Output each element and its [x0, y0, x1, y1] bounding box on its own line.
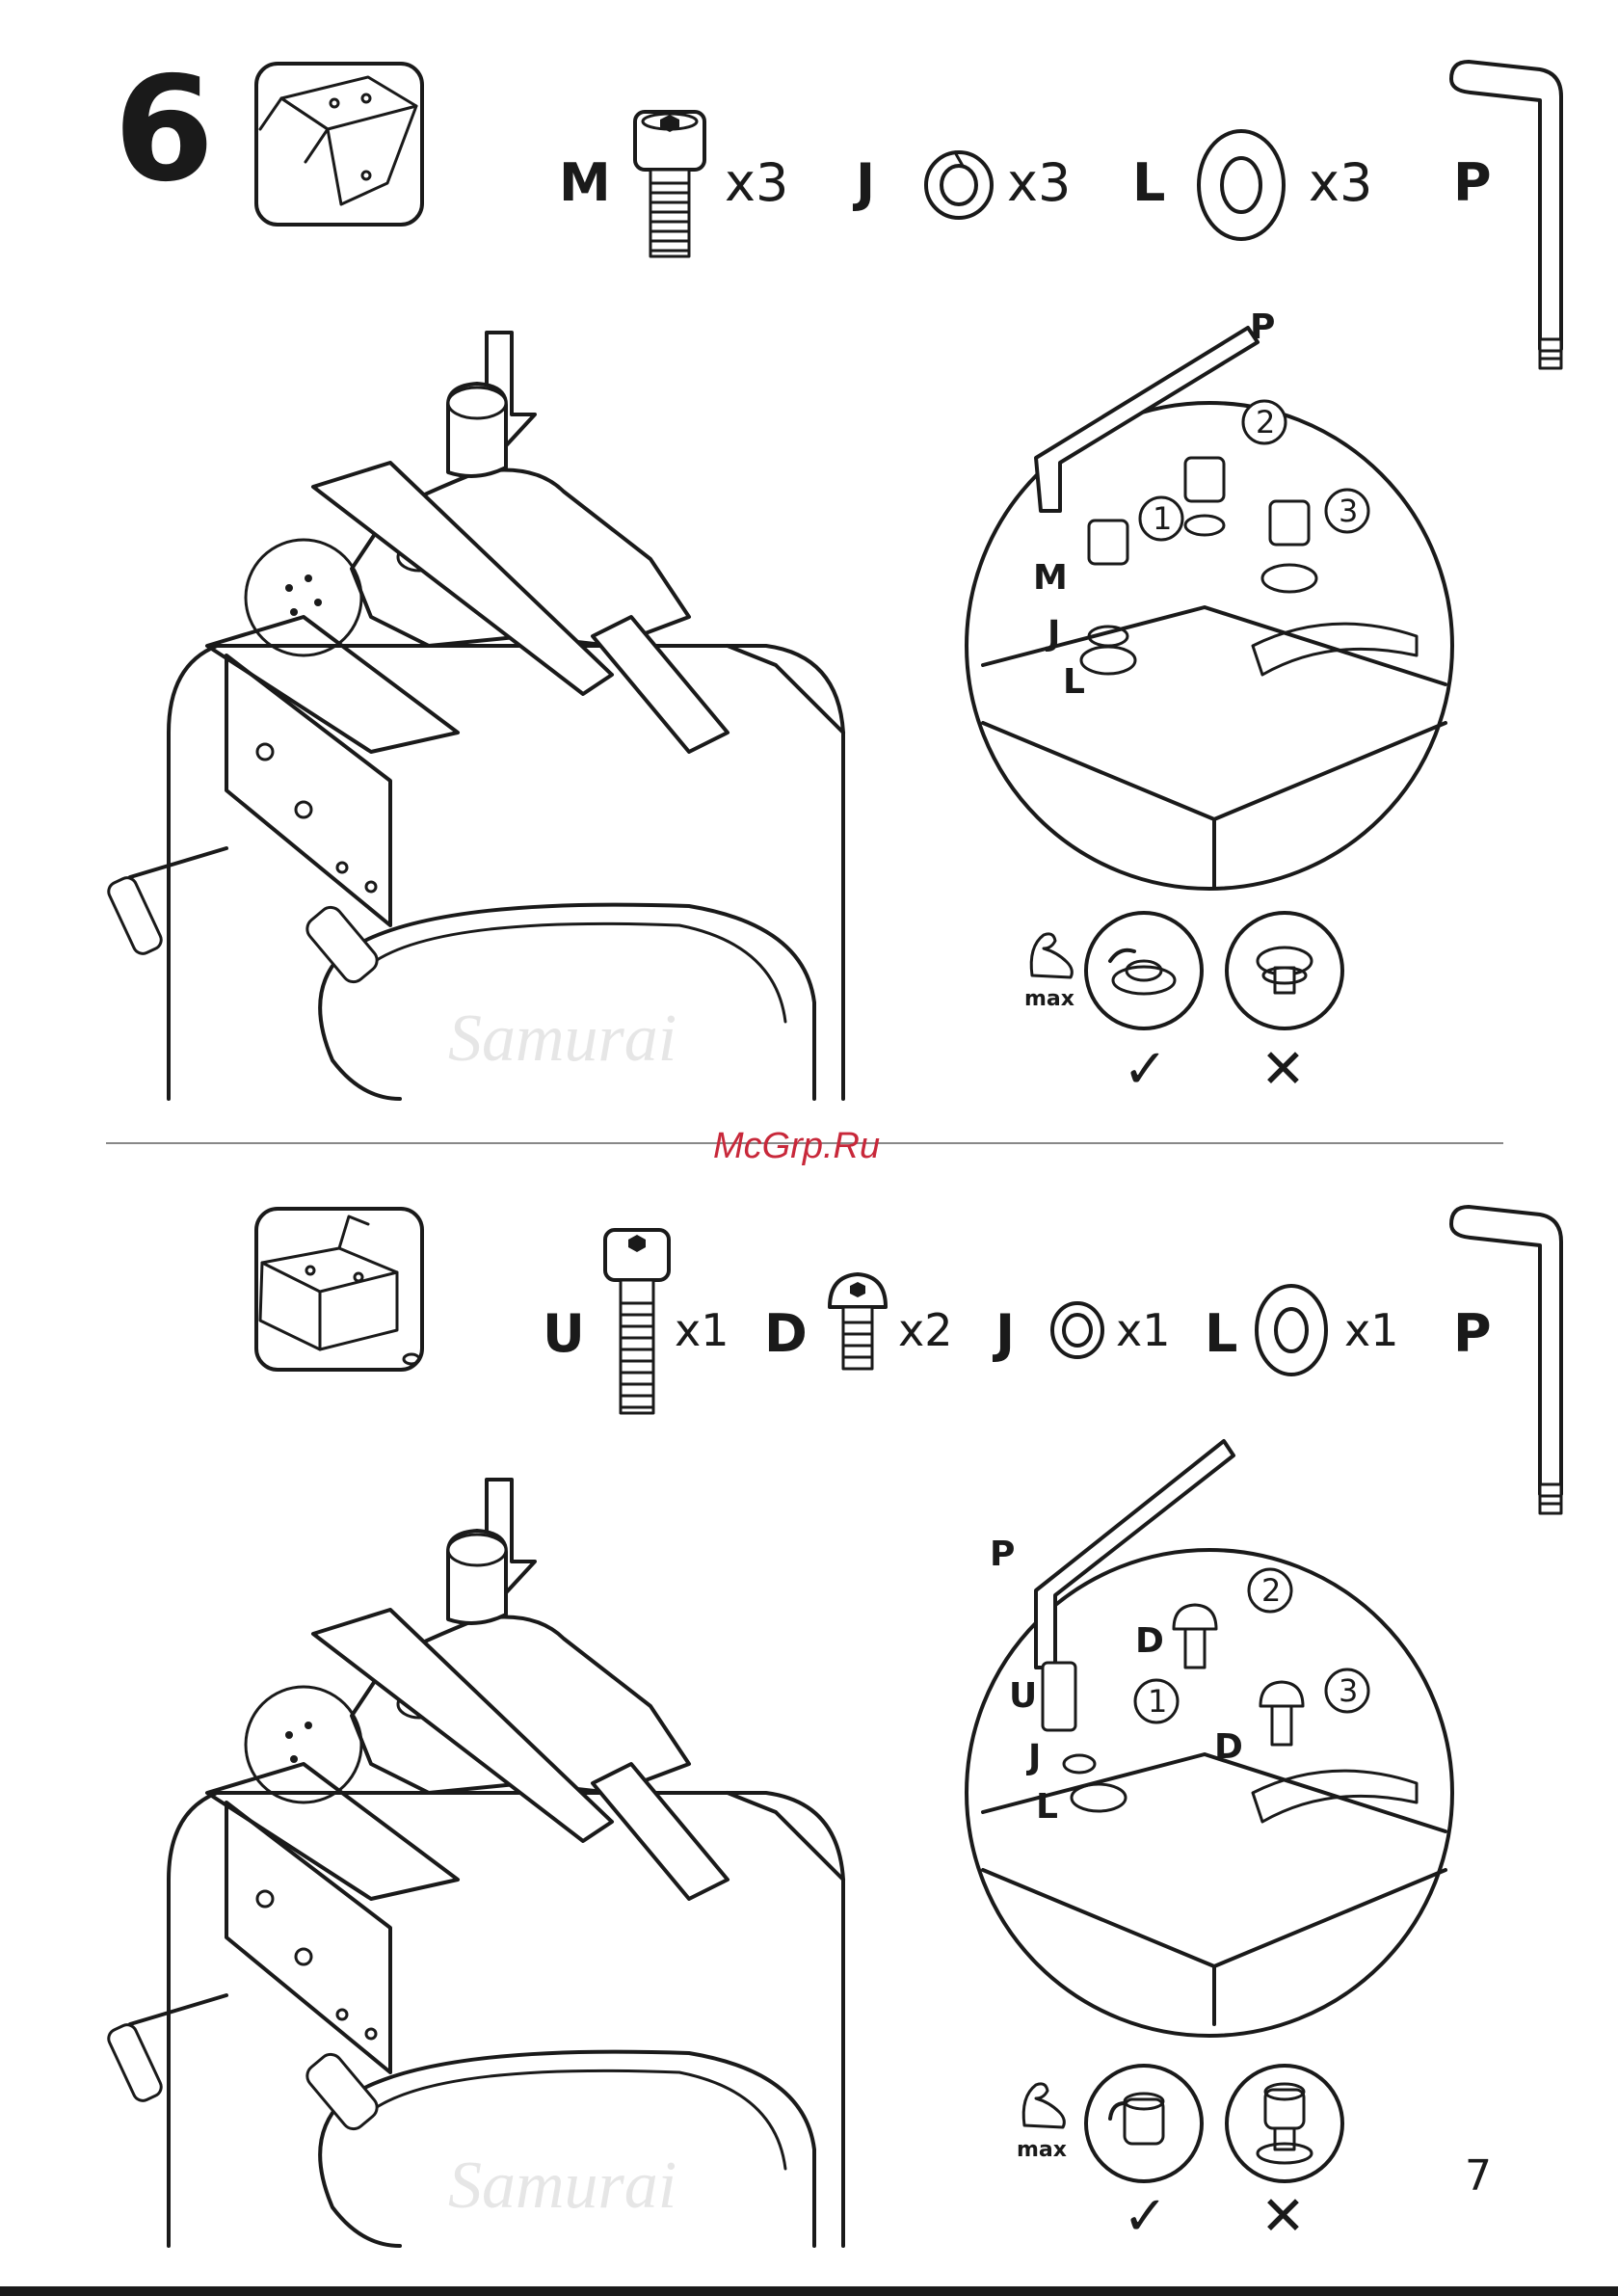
detail-b-label-p: P [990, 1537, 1015, 1572]
torque-max-label-a: max [1024, 987, 1074, 1011]
bicep-icon-b [1017, 2077, 1074, 2135]
detail-b-label-j: J [1028, 1741, 1041, 1775]
site-watermark: McGrp.Ru [713, 1126, 880, 1167]
detail-view-a [964, 318, 1465, 896]
flat-washer-icon-b [1253, 1282, 1330, 1378]
footer-rule [0, 2286, 1618, 2296]
part-letter-j-b: J [995, 1308, 1015, 1360]
chair-mechanism-illustration-b: Samurai [111, 1475, 882, 2246]
spring-washer-icon-b [1048, 1299, 1106, 1362]
part-letter-u: U [543, 1308, 585, 1360]
part-letter-d: D [764, 1308, 808, 1360]
detail-a-label-j: J [1048, 617, 1060, 652]
torque-max-label-b: max [1017, 2138, 1067, 2162]
detail-b-label-d1: D [1135, 1624, 1164, 1659]
torque-correct-icon-a [1081, 908, 1207, 1033]
step-number: 6 [114, 58, 214, 202]
cross-mark-a: ✕ [1260, 1043, 1306, 1097]
page-number: 7 [1465, 2155, 1492, 2198]
brand-watermark-a: Samurai [448, 1001, 676, 1076]
mechanism-bracket-icon [252, 60, 426, 228]
detail-b-label-l: L [1036, 1790, 1058, 1825]
part-qty-d: x2 [898, 1308, 953, 1352]
detail-b-label-u: U [1009, 1679, 1037, 1714]
detail-a-order-2: 2 [1256, 407, 1275, 438]
part-letter-m: M [559, 157, 611, 209]
detail-b-order-1: 1 [1148, 1686, 1167, 1717]
part-qty-j-b: x1 [1116, 1308, 1171, 1352]
detail-a-label-p: P [1250, 310, 1275, 345]
part-qty-u: x1 [675, 1308, 729, 1352]
bicep-icon [1024, 927, 1082, 985]
detail-a-order-1: 1 [1153, 503, 1172, 534]
cross-mark-b: ✕ [1260, 2190, 1306, 2244]
long-hex-bolt-icon [599, 1226, 676, 1419]
hex-socket-bolt-icon [631, 108, 708, 262]
flat-washer-icon [1193, 125, 1289, 246]
part-qty-m: x3 [725, 157, 788, 209]
detail-a-order-3: 3 [1339, 495, 1358, 526]
part-qty-l-b: x1 [1344, 1308, 1399, 1352]
torque-incorrect-icon-b [1222, 2061, 1347, 2186]
part-letter-l-b: L [1205, 1308, 1237, 1360]
detail-b-order-3: 3 [1339, 1675, 1358, 1706]
brand-watermark-b: Samurai [448, 2149, 676, 2223]
spring-washer-icon [920, 147, 997, 224]
detail-b-label-d2: D [1214, 1730, 1243, 1765]
part-qty-j: x3 [1007, 157, 1071, 209]
part-letter-l: L [1132, 157, 1165, 209]
part-qty-l: x3 [1309, 157, 1372, 209]
detail-a-label-l: L [1063, 665, 1085, 700]
button-head-bolt-icon [824, 1268, 891, 1375]
check-mark-a: ✓ [1123, 1043, 1168, 1097]
torque-incorrect-icon-a [1222, 908, 1347, 1033]
torque-correct-icon-b [1081, 2061, 1207, 2186]
detail-b-order-2: 2 [1261, 1575, 1281, 1606]
chair-mechanism-illustration-a: Samurai [111, 328, 882, 1099]
detail-a-label-m: M [1033, 561, 1068, 596]
mechanism-bracket-icon-b [252, 1205, 426, 1374]
part-letter-j: J [856, 157, 875, 209]
check-mark-b: ✓ [1123, 2190, 1168, 2244]
